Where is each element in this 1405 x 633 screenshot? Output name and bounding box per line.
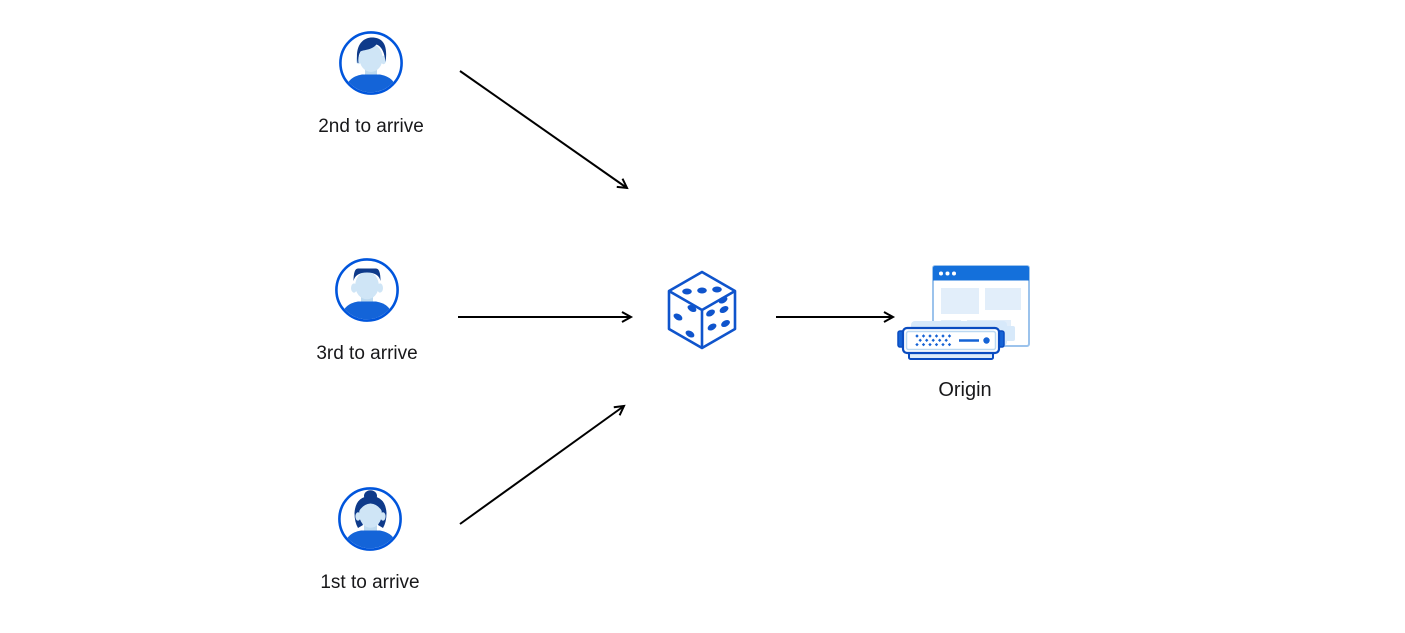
randomizer-node xyxy=(666,270,738,350)
man-avatar-icon xyxy=(339,31,403,95)
client-node-1st: 1st to arrive xyxy=(290,486,450,594)
dice-icon xyxy=(667,270,737,350)
woman-avatar-icon xyxy=(338,487,402,551)
server-icon xyxy=(897,326,1005,360)
man-avatar-icon xyxy=(335,258,399,322)
client-node-3rd: 3rd to arrive xyxy=(287,257,447,365)
client-label-2nd: 2nd to arrive xyxy=(318,116,424,137)
client-label-3rd: 3rd to arrive xyxy=(316,343,418,364)
origin-server-icon xyxy=(897,265,1030,360)
origin-node: Origin xyxy=(897,262,1033,402)
arrow-2nd-to-dice xyxy=(459,70,629,190)
origin-label: Origin xyxy=(938,379,992,401)
client-node-2nd: 2nd to arrive xyxy=(291,30,451,138)
arrow-1st-to-dice xyxy=(459,404,626,525)
client-label-1st: 1st to arrive xyxy=(320,572,420,593)
